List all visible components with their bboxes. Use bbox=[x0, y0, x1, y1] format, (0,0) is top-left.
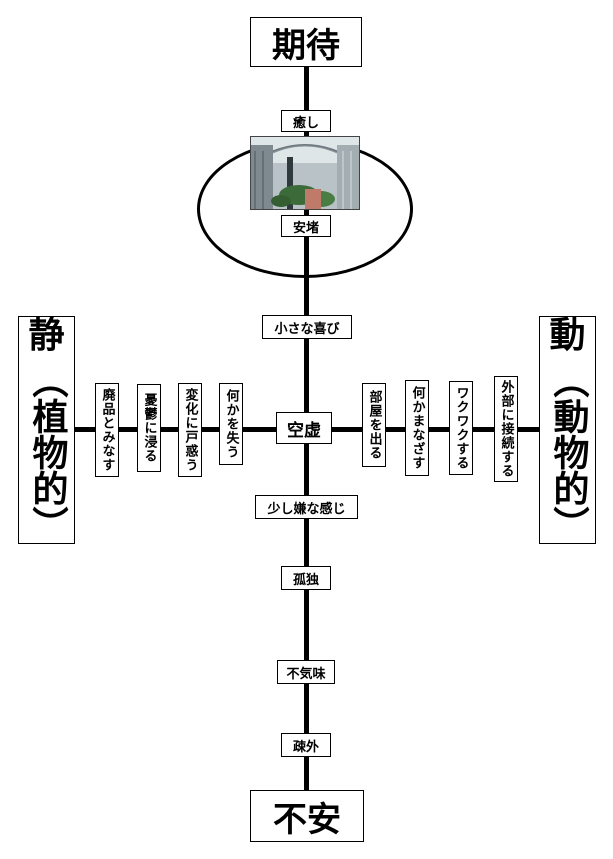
label-bewildered-by-change: 変化に戸惑う bbox=[178, 383, 202, 477]
label-relief: 安堵 bbox=[281, 215, 331, 237]
pole-left-main: 静 bbox=[28, 315, 65, 356]
pole-top-expectation: 期待 bbox=[250, 17, 362, 67]
pole-right-main: 動 bbox=[549, 315, 586, 356]
pole-left-static: 静 （植物的） bbox=[18, 316, 75, 544]
atrium-photo bbox=[250, 136, 360, 210]
label-sink-in-gloom: 憂鬱に浸る bbox=[137, 384, 161, 472]
pole-right-sub: （動物的） bbox=[547, 362, 589, 542]
pole-bottom-anxiety: 不安 bbox=[250, 790, 364, 842]
label-slight-unease: 少し嫌な感じ bbox=[255, 495, 358, 519]
label-gaze-at-something: 何かまなざす bbox=[405, 380, 429, 476]
label-healing: 癒し bbox=[281, 110, 331, 132]
center-emptiness: 空虚 bbox=[276, 412, 332, 444]
label-loneliness: 孤独 bbox=[281, 566, 331, 590]
pole-left-sub: （植物的） bbox=[26, 362, 68, 542]
label-small-joy: 小さな喜び bbox=[262, 315, 352, 339]
label-excited: ワクワクする bbox=[449, 381, 473, 475]
label-alienation: 疎外 bbox=[281, 733, 331, 757]
label-eerie: 不気味 bbox=[277, 660, 335, 684]
label-lose-something: 何かを失う bbox=[219, 383, 243, 465]
label-treat-as-junk: 廃品とみなす bbox=[95, 383, 119, 477]
label-connect-outside: 外部に接続する bbox=[494, 376, 518, 482]
label-leave-room: 部屋を出る bbox=[362, 383, 386, 467]
pole-right-dynamic: 動 （動物的） bbox=[539, 316, 596, 544]
